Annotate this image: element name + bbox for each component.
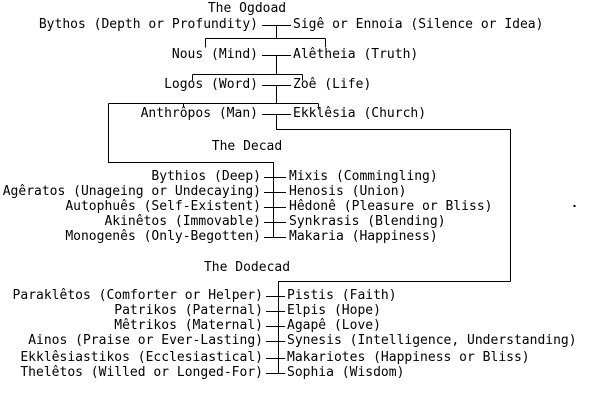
section-heading-ogdoad: The Ogdoad xyxy=(207,1,287,16)
aeon-pistis: Pistis (Faith) xyxy=(287,288,397,303)
aeon-zoe: Zoê (Life) xyxy=(293,77,372,92)
aeon-monogenes: Monogenês (Only-Begotten) xyxy=(65,229,261,244)
aeon-metrikos: Mêtrikos (Maternal) xyxy=(114,318,263,333)
aeon-makaria: Makaria (Happiness) xyxy=(289,229,438,244)
aeon-ainos: Ainos (Praise or Ever-Lasting) xyxy=(28,333,263,348)
aeon-nous: Nous (Mind) xyxy=(171,47,258,62)
aeon-henosis: Henosis (Union) xyxy=(289,184,407,199)
section-heading-dodecad: The Dodecad xyxy=(203,260,291,275)
aeon-patrikos: Patrikos (Paternal) xyxy=(114,303,263,318)
dodecad-connector-paths xyxy=(266,281,511,374)
aeon-theletos: Thelêtos (Willed or Longed-For) xyxy=(20,365,263,380)
aeon-sige-ennoia: Sigê or Ennoia (Silence or Idea) xyxy=(293,17,544,32)
aeon-autophues: Autophuês (Self-Existent) xyxy=(65,199,261,214)
aeon-anthropos: Anthrôpos (Man) xyxy=(140,106,258,121)
section-heading-decad: The Decad xyxy=(211,139,283,154)
stray-dot xyxy=(573,204,576,208)
aeon-mixis: Mixis (Commingling) xyxy=(289,169,438,184)
aeon-aletheia: Alêtheia (Truth) xyxy=(293,47,419,62)
decad-connector-paths xyxy=(108,103,286,238)
aeon-hedone: Hêdonê (Pleasure or Bliss) xyxy=(289,199,493,214)
aeon-parakletos: Paraklêtos (Comforter or Helper) xyxy=(12,288,263,303)
aeon-logos: Logos (Word) xyxy=(164,77,258,92)
aeon-akinetos: Akinêtos (Immovable) xyxy=(104,214,261,229)
aeon-ekklesia: Ekklêsia (Church) xyxy=(293,106,427,121)
aeon-bythos: Bythos (Depth or Profundity) xyxy=(38,17,258,32)
aeon-ageratos: Agêratos (Unageing or Undecaying) xyxy=(2,184,261,199)
ogdoad-connector-paths xyxy=(108,25,511,282)
aeon-bythios: Bythios (Deep) xyxy=(151,169,261,184)
aeon-agape: Agapê (Love) xyxy=(287,318,381,333)
aeon-synkrasis: Synkrasis (Blending) xyxy=(289,214,446,229)
aeon-elpis: Elpis (Hope) xyxy=(287,303,381,318)
aeon-makariotes: Makariotes (Happiness or Bliss) xyxy=(287,350,530,365)
aeon-ekklesiastikos: Ekklêsiastikos (Ecclesiastical) xyxy=(20,350,263,365)
aeon-synesis: Synesis (Intelligence, Understanding) xyxy=(287,333,577,348)
aeon-sophia: Sophia (Wisdom) xyxy=(287,365,405,380)
